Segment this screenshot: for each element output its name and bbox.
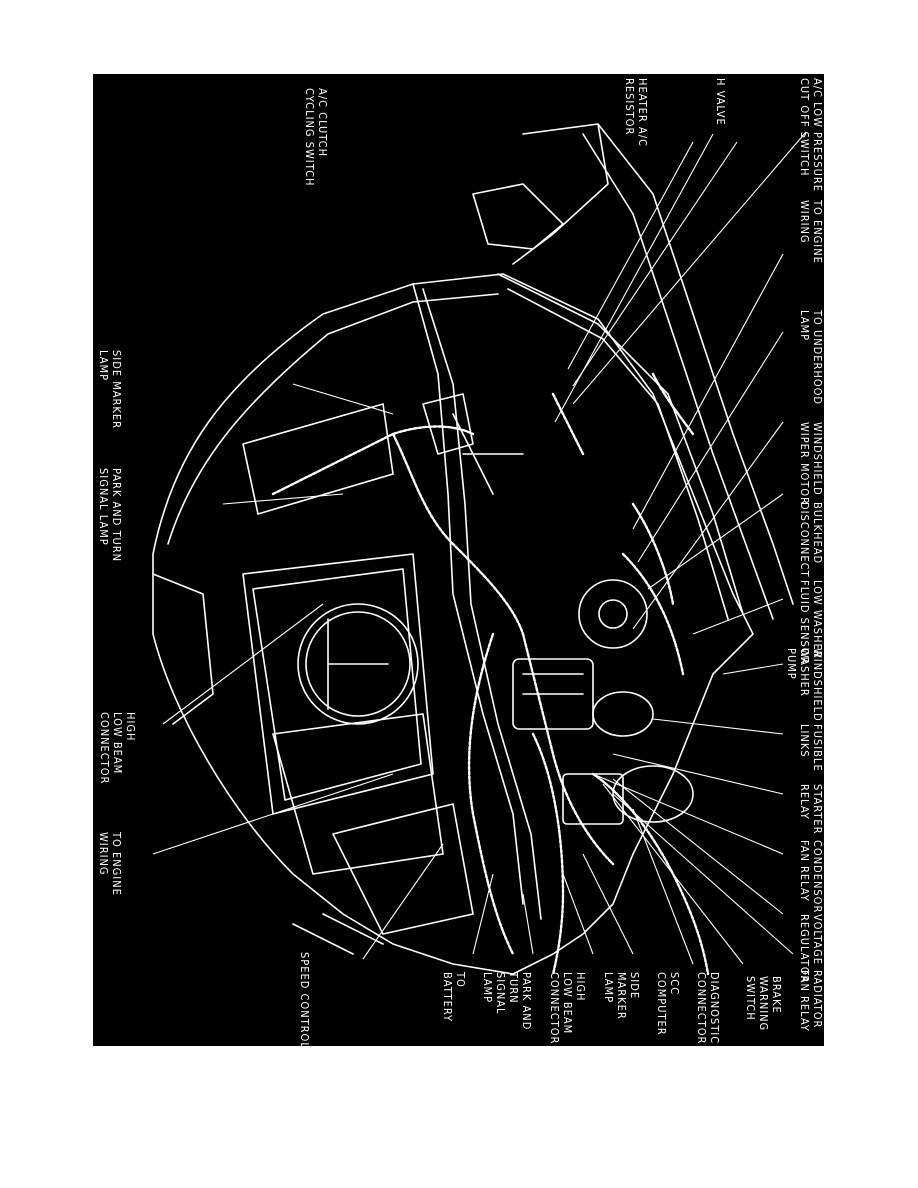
battery-shape bbox=[512, 658, 594, 730]
headlight-shape bbox=[297, 603, 419, 725]
cowl bbox=[497, 273, 744, 615]
label-speed-control: SPEED CONTROL bbox=[298, 952, 311, 1046]
fender-outline bbox=[152, 273, 754, 975]
engine-compartment-drawing bbox=[152, 123, 807, 976]
label-h-valve: H VALVE bbox=[714, 78, 727, 126]
